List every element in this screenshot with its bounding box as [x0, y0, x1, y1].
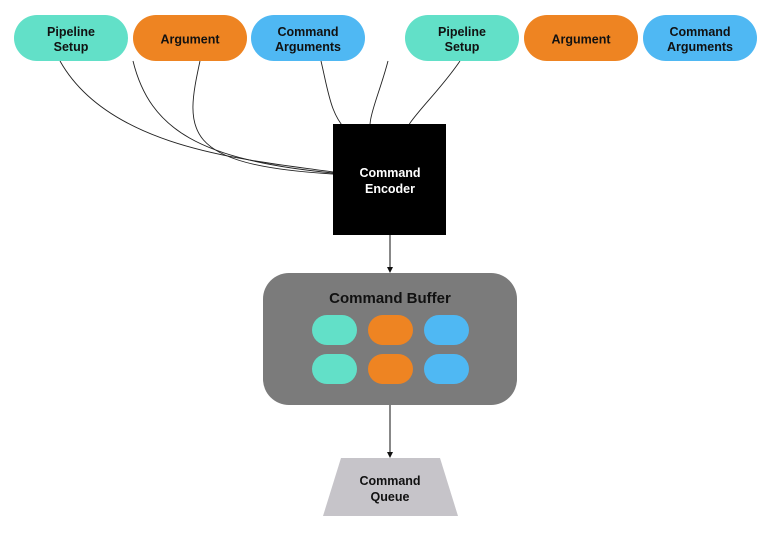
input-node-label: Arguments — [667, 40, 733, 54]
buffer-command-argument — [368, 315, 413, 345]
buffer-command-command-arguments — [424, 315, 469, 345]
buffer-command-command-arguments — [424, 354, 469, 384]
connector-2 — [132, 60, 334, 174]
input-node-label: Pipeline — [438, 25, 486, 39]
command-encoder-box — [333, 124, 446, 235]
buffer-command-pipeline — [312, 354, 357, 384]
buffer-command-argument — [368, 354, 413, 384]
input-node-label: Argument — [160, 33, 220, 47]
queue-label-line1: Command — [359, 474, 420, 488]
input-node-argument: Argument — [524, 15, 638, 61]
buffer-command-pipeline — [312, 315, 357, 345]
queue-label-line2: Queue — [371, 490, 410, 504]
connector-1 — [59, 60, 334, 173]
input-node-label: Setup — [54, 40, 89, 54]
input-node-argument: Argument — [133, 15, 247, 61]
input-node-label: Pipeline — [47, 25, 95, 39]
input-node-label: Command — [669, 25, 730, 39]
command-buffer-title: Command Buffer — [329, 290, 451, 307]
input-node-label: Arguments — [275, 40, 341, 54]
encoder-label-line1: Command — [359, 166, 420, 180]
connector-3 — [192, 60, 334, 175]
input-node-label: Setup — [445, 40, 480, 54]
command-queue-shape — [323, 458, 458, 516]
encoder-label-line2: Encoder — [365, 182, 415, 196]
input-node-label: Argument — [551, 33, 611, 47]
input-node-label: Command — [277, 25, 338, 39]
